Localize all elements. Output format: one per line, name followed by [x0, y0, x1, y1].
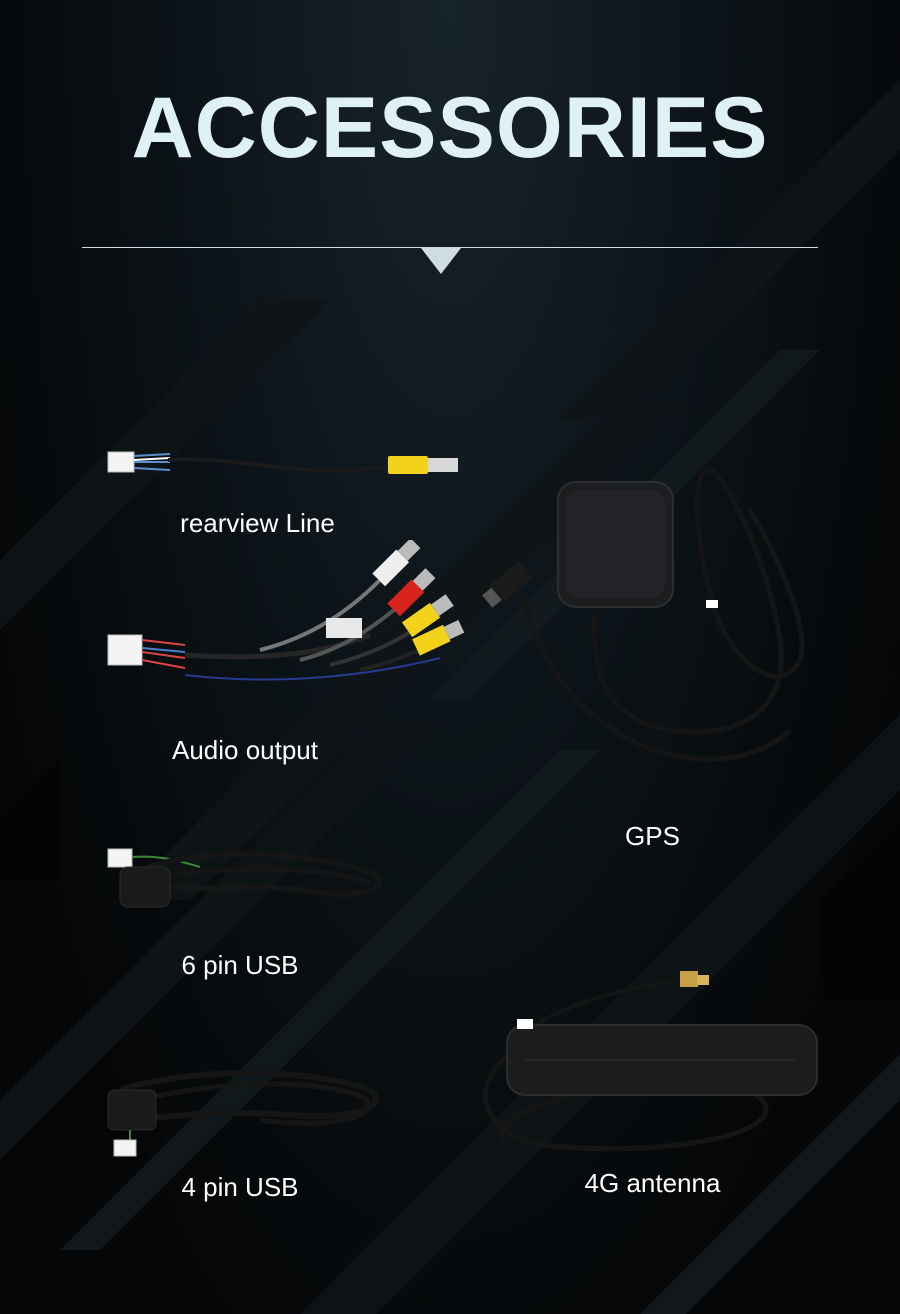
rearview-cable-icon	[100, 440, 470, 490]
accessory-label-4g-antenna: 4G antenna	[584, 1168, 721, 1198]
down-arrow-icon	[421, 248, 461, 274]
accessory-label-audio: Audio output	[171, 735, 318, 765]
accessory-label-gps: GPS	[625, 821, 680, 851]
4g-antenna-icon	[465, 965, 825, 1165]
usb-6pin-cable-icon	[100, 835, 390, 915]
page-title: ACCESSORIES	[131, 80, 769, 176]
accessory-label-rearview: rearview Line	[180, 508, 335, 538]
usb-4pin-cable-icon	[100, 1060, 390, 1160]
gps-antenna-icon	[480, 460, 810, 790]
title-divider	[82, 247, 818, 248]
audio-rca-cable-icon	[100, 540, 470, 690]
accessory-label-6pin-usb: 6 pin USB	[181, 950, 299, 980]
accessory-label-4pin-usb: 4 pin USB	[181, 1172, 299, 1202]
